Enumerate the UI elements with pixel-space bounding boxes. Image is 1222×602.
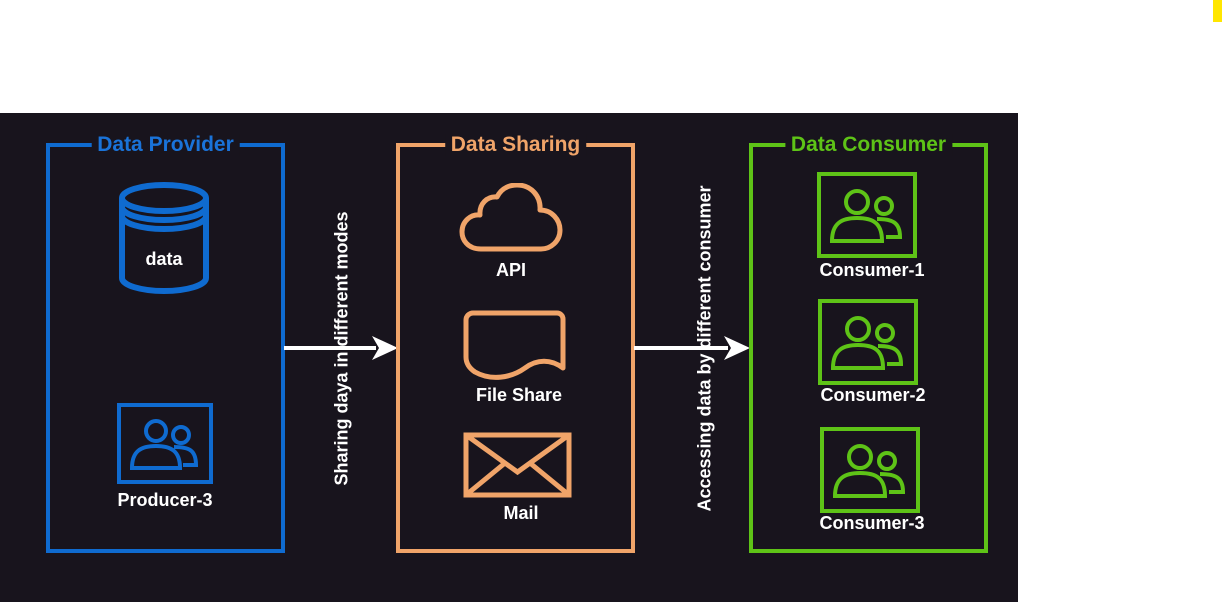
data-sharing-panel: Data Sharing <box>396 134 635 553</box>
diagram-canvas: Data Provider data Producer-3 Sharing da… <box>0 113 1018 602</box>
consumer-3-label: Consumer-3 <box>819 513 925 533</box>
cloud-icon <box>459 183 563 252</box>
mail-icon <box>463 432 572 498</box>
data-sharing-title: Data Sharing <box>444 134 587 156</box>
file-share-label: File Share <box>475 385 563 405</box>
consumer-1-label: Consumer-1 <box>819 260 925 280</box>
sharing-to-consumer-arrow <box>634 336 750 360</box>
users-icon <box>817 172 917 258</box>
provider-to-sharing-label: Sharing daya in different modes <box>331 211 352 486</box>
corner-marker <box>1213 0 1222 22</box>
data-consumer-title: Data Consumer <box>784 134 953 156</box>
data-provider-panel: Data Provider <box>46 134 285 553</box>
users-icon <box>818 299 918 385</box>
mail-label: Mail <box>503 503 539 523</box>
database-icon <box>119 182 209 294</box>
sharing-to-consumer-label: Accessing data by different consumer <box>694 185 715 512</box>
provider-to-sharing-arrow <box>284 336 398 360</box>
users-icon <box>820 427 920 513</box>
producer-label: Producer-3 <box>117 490 213 510</box>
consumer-2-label: Consumer-2 <box>820 385 926 405</box>
database-label: data <box>145 249 183 269</box>
data-consumer-panel: Data Consumer <box>749 134 988 553</box>
document-icon <box>463 310 566 380</box>
data-provider-title: Data Provider <box>91 134 240 156</box>
users-icon <box>117 403 213 484</box>
api-label: API <box>495 260 526 280</box>
